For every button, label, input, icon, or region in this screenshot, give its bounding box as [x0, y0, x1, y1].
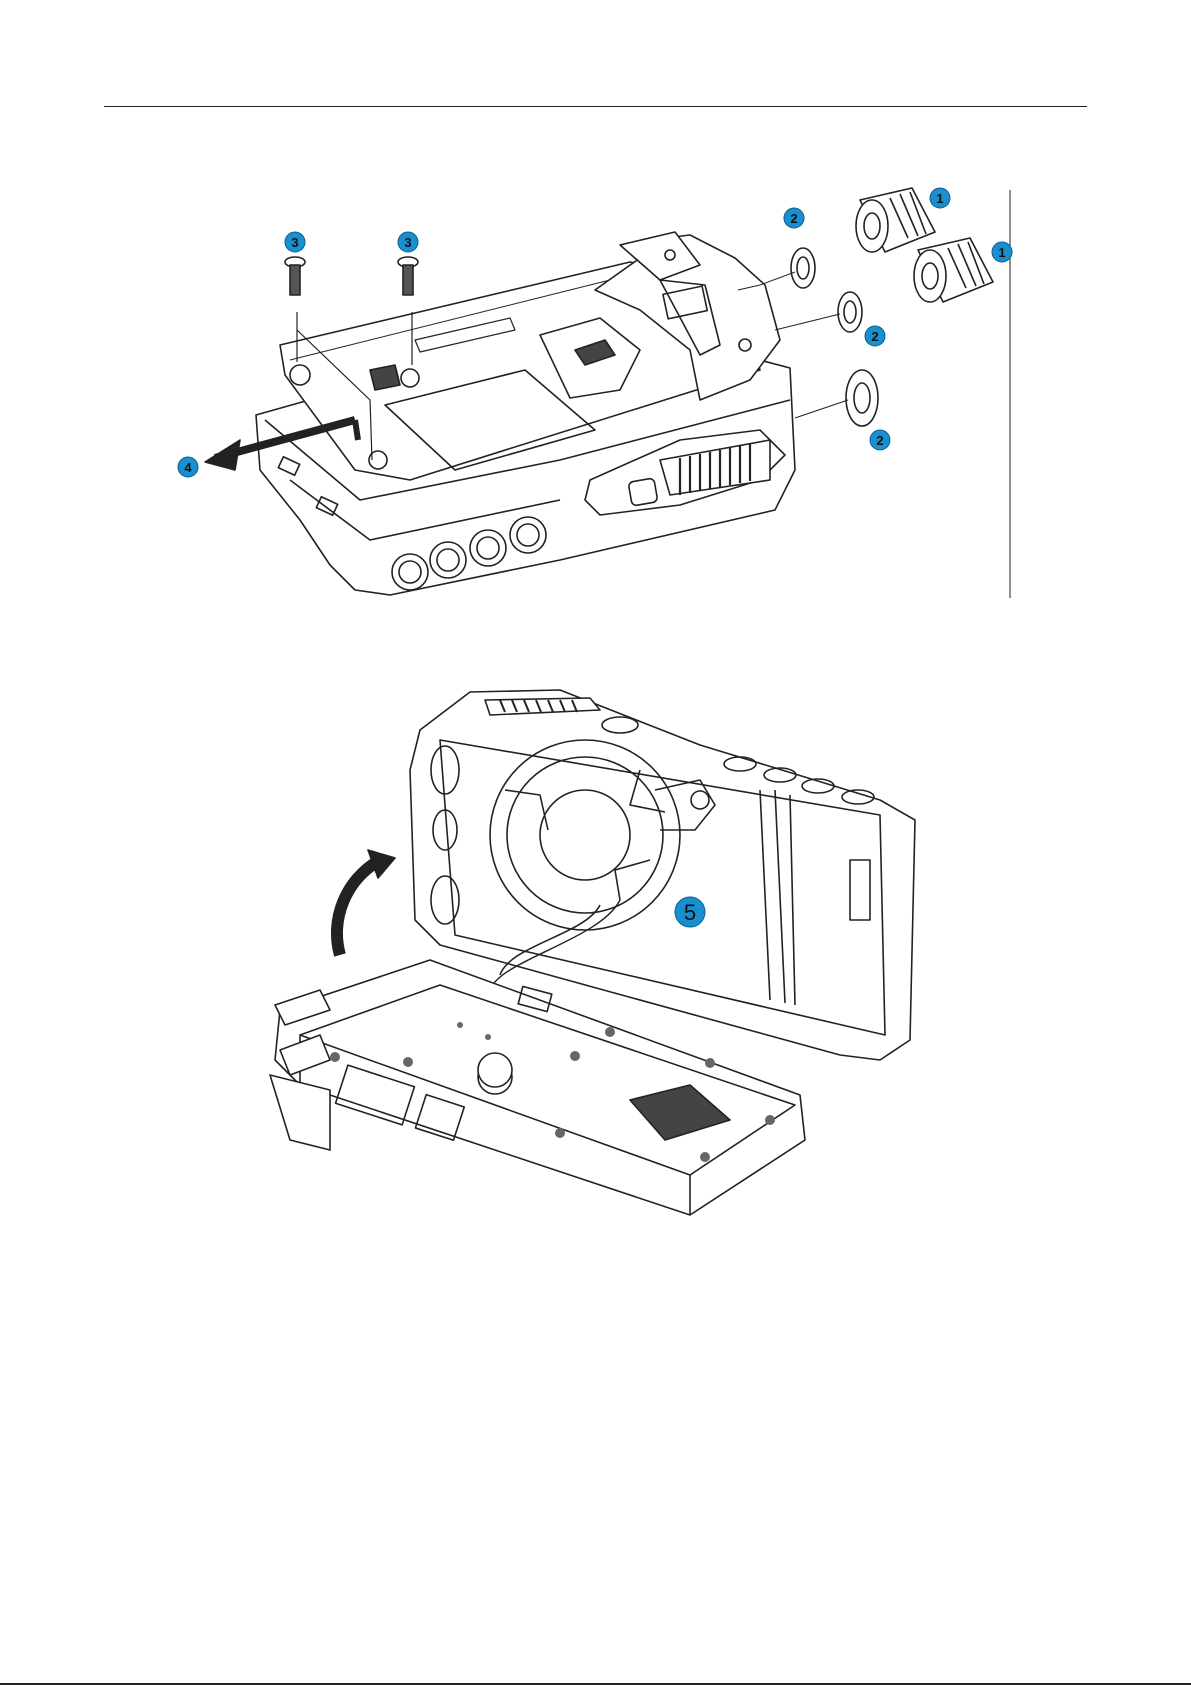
knob-lower-icon: [914, 238, 993, 302]
nut-upper-icon: [791, 248, 815, 288]
nut-middle-icon: [838, 292, 862, 332]
callout-1-lower: 1: [992, 242, 1012, 262]
svg-text:4: 4: [184, 460, 192, 475]
svg-text:2: 2: [790, 211, 797, 226]
nut-lower-icon: [846, 370, 878, 426]
figure-1-radio-rear: [205, 188, 1010, 598]
svg-text:1: 1: [936, 191, 943, 206]
svg-text:2: 2: [871, 329, 878, 344]
svg-text:3: 3: [291, 235, 298, 250]
callout-2-upper: 2: [784, 208, 804, 228]
callout-3-right: 3: [398, 232, 418, 252]
callout-3-left: 3: [285, 232, 305, 252]
screw-right-icon: [398, 257, 418, 295]
callout-4: 4: [178, 457, 198, 477]
screw-left-icon: [285, 257, 305, 295]
knob-upper-icon: [856, 188, 935, 252]
callout-5: 5: [675, 897, 705, 927]
svg-text:3: 3: [404, 235, 411, 250]
figure-2-radio-open: [270, 690, 915, 1215]
callout-2-middle: 2: [865, 326, 885, 346]
callout-2-lower: 2: [870, 430, 890, 450]
svg-text:2: 2: [876, 433, 883, 448]
svg-text:5: 5: [684, 900, 696, 925]
callout-1-upper: 1: [930, 188, 950, 208]
svg-text:1: 1: [998, 245, 1005, 260]
